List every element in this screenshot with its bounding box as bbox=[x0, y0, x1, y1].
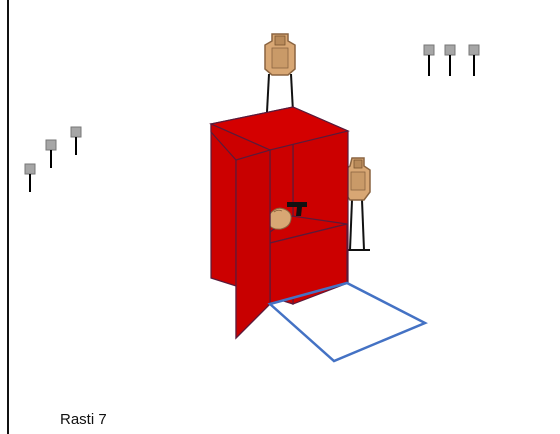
hands-icon bbox=[268, 207, 292, 230]
pistol-icon bbox=[287, 202, 307, 216]
steel-plates-right bbox=[423, 44, 480, 76]
stage-caption: Rasti 7 bbox=[60, 411, 107, 428]
steel-plate-icon bbox=[444, 44, 456, 76]
steel-plates-left bbox=[24, 126, 82, 192]
steel-plate-icon bbox=[423, 44, 435, 76]
paper-target-top bbox=[264, 33, 296, 113]
ipsc-paper-target-icon bbox=[264, 33, 296, 76]
steel-plate-icon bbox=[468, 44, 480, 76]
steel-plate-icon bbox=[45, 139, 57, 168]
steel-plate-icon bbox=[24, 163, 36, 192]
shooting-box bbox=[267, 281, 428, 363]
booth-door-panel bbox=[235, 149, 271, 340]
steel-plate-icon bbox=[70, 126, 82, 155]
